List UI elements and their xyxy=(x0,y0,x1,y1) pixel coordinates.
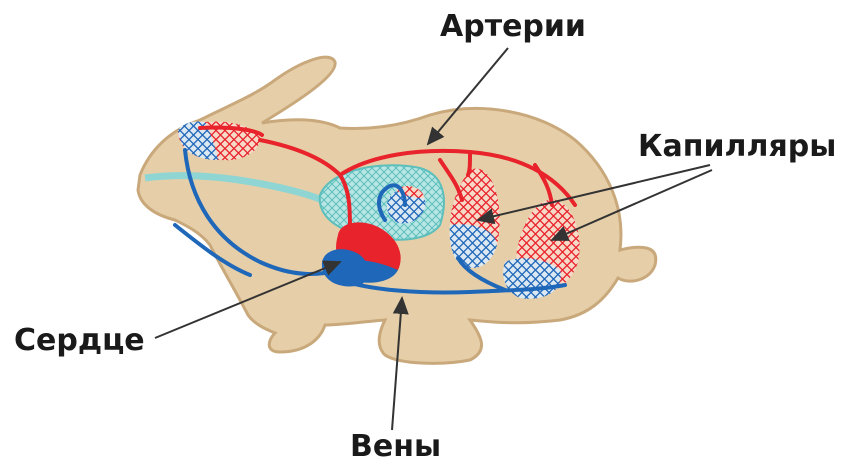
label-capillaries: Капилляры xyxy=(638,132,836,162)
label-arteries: Артерии xyxy=(440,12,586,42)
label-veins: Вены xyxy=(350,432,441,462)
label-heart: Сердце xyxy=(14,326,145,356)
